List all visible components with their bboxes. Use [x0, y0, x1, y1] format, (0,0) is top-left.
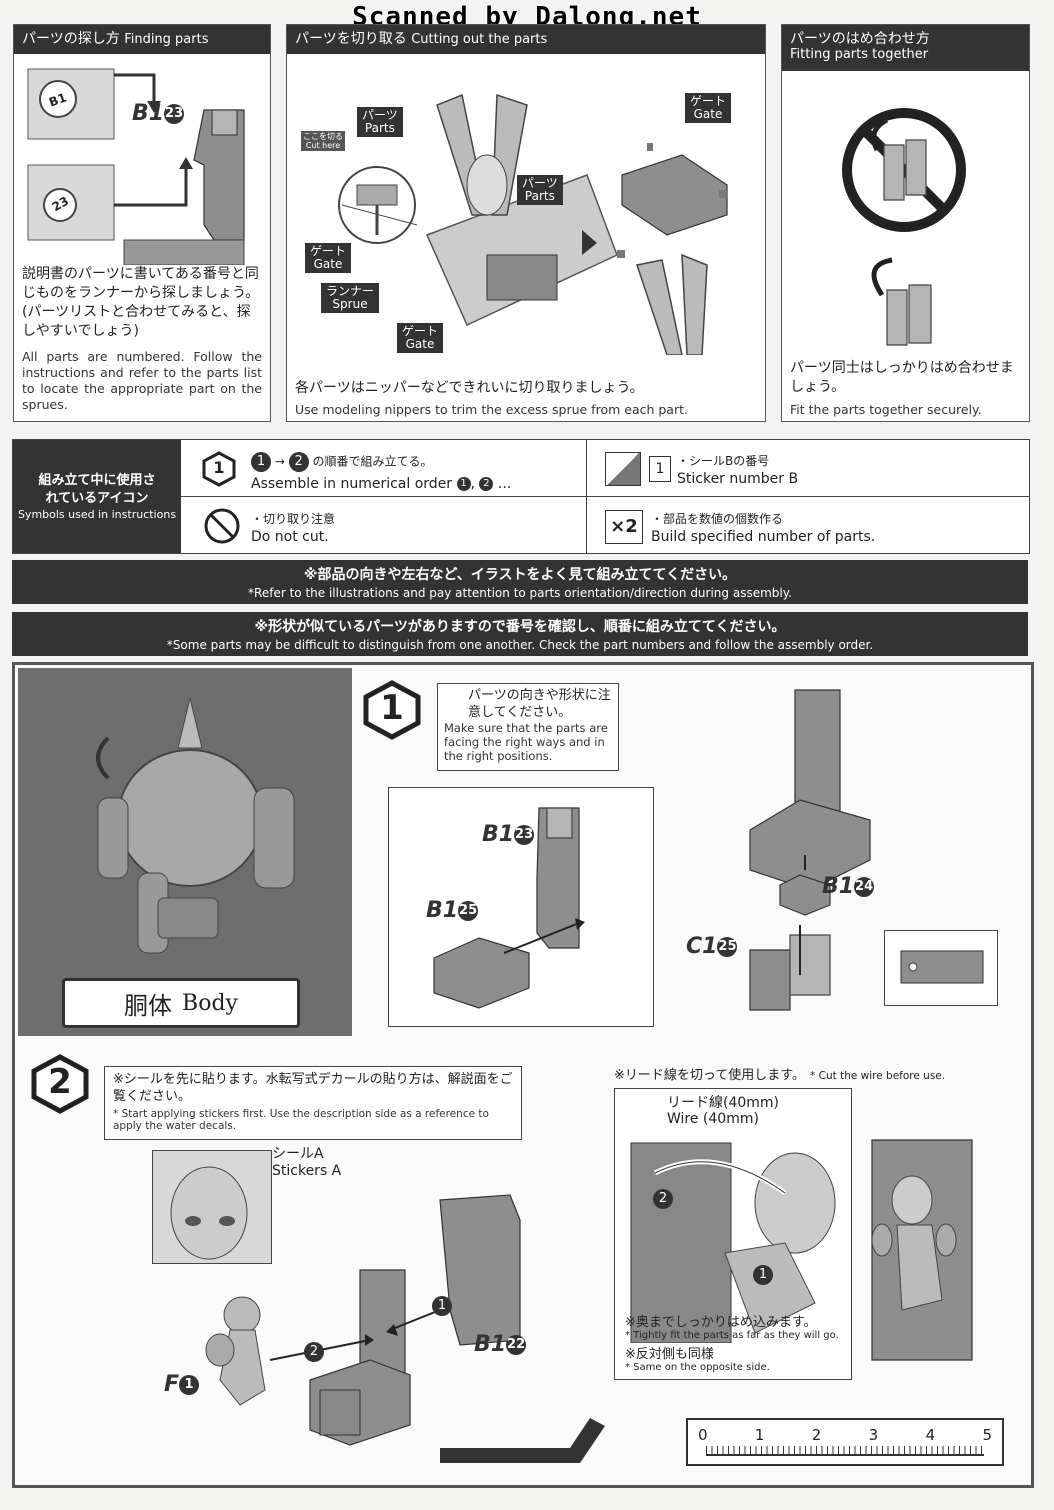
wire-detail-box: リード線(40mm) Wire (40mm) 2 1 ※奥までしっかりはめ込みま…: [614, 1088, 852, 1380]
wire-illustration: [630, 1142, 836, 1343]
panel-finding-parts: パーツの探し方 Finding parts B1 23 B123 説明書のパーツ…: [13, 24, 271, 422]
part-code-b1-23: B123: [132, 101, 185, 126]
part-code-step1-b1-23: B123: [482, 822, 535, 847]
sticker-a-label: シールA Stickers A: [272, 1146, 342, 1179]
wire-label: リード線(40mm) Wire (40mm): [667, 1095, 780, 1127]
fit-note: ※奥までしっかりはめ込みます。 * Tightly fit the parts …: [625, 1315, 839, 1373]
step-1-side-detail: [884, 930, 998, 1006]
ruler-ticks: 0 1 2 3 4 5: [698, 1426, 992, 1444]
step-2-note: ※シールを先に貼ります。水転写式デカールの貼り方は、解説面をご覧ください。 * …: [104, 1066, 522, 1140]
body-photo: [18, 668, 352, 1036]
sprue-tag-b1: [39, 80, 77, 118]
title-en: Cutting out the parts: [411, 32, 548, 47]
wire-order-marker-2: 2: [653, 1189, 673, 1209]
step-2-right-illustration: [871, 1139, 973, 1361]
sticker-desc: ・シールBの番号 Sticker number B: [677, 454, 799, 487]
symbols-legend: 組み立て中に使用されているアイコン Symbols used in instru…: [12, 439, 1030, 554]
arrow-up: [114, 165, 188, 207]
sticker-face-detail: [152, 1150, 272, 1264]
notice-orientation: ※部品の向きや左右など、イラストをよく見て組み立ててください。 *Refer t…: [12, 560, 1028, 604]
order-step-1-icon: 1: [251, 452, 271, 472]
arrow-right: [114, 73, 156, 105]
order-marker-1: 1: [432, 1296, 452, 1316]
step-1-number: 1: [380, 688, 404, 728]
ruler-minor-ticks: [706, 1446, 984, 1454]
notice-similar-parts: ※形状が似ているパーツがありますので番号を確認し、順番に組み立ててください。 *…: [12, 612, 1028, 656]
do-not-cut-desc: ・切り取り注意 Do not cut.: [251, 512, 336, 545]
robot-illustration: [96, 697, 295, 954]
multiply-desc: ・部品を数値の個数作る Build specified number of pa…: [651, 512, 876, 545]
title-en: Fitting parts together: [790, 47, 929, 62]
sprue-tag-23: [43, 188, 77, 222]
part-code-b1-22: B122: [474, 1332, 527, 1357]
order-hex-icon: [202, 451, 236, 487]
fitting-desc-en: Fit the parts together securely.: [790, 402, 982, 417]
title-en: Finding parts: [124, 32, 209, 47]
title-jp: パーツを切り取る: [295, 31, 407, 47]
part-code-step1-c1-25: C125: [686, 934, 738, 959]
cutting-desc-en: Use modeling nippers to trim the excess …: [295, 402, 688, 417]
wire-cut-note: ※リード線を切って使用します。 * Cut the wire before us…: [614, 1068, 946, 1083]
step-1-main-illustration: [749, 689, 871, 1011]
step-1-detail-illustration: [433, 807, 585, 1009]
panel-header: パーツのはめ合わせ方 Fitting parts together: [782, 25, 1029, 71]
cutting-desc-jp: 各パーツはニッパーなどできれいに切り取りましょう。: [295, 380, 644, 396]
face-illustration: [170, 1166, 248, 1260]
panel-fitting-parts: パーツのはめ合わせ方 Fitting parts together パーツ同士は…: [781, 24, 1030, 422]
order-step-1-icon: 1: [456, 477, 471, 491]
multiply-icon: ×2: [605, 510, 643, 544]
cutting-illustration: [338, 93, 728, 355]
symbols-header: 組み立て中に使用されているアイコン Symbols used in instru…: [13, 440, 181, 553]
sticker-icon: [605, 452, 641, 486]
panel-header: パーツを切り取る Cutting out the parts: [287, 25, 765, 54]
order-step-2-icon: 2: [479, 477, 494, 491]
step-2-left-illustration: [205, 1194, 521, 1446]
measurement-ruler: 0 1 2 3 4 5: [686, 1418, 1004, 1466]
step-2-hex-icon: [31, 1054, 89, 1114]
do-not-cut-icon: [204, 508, 240, 544]
step-1-note: パーツの向きや形状に注意してください。 Make sure that the p…: [437, 683, 619, 771]
finding-parts-illustration: [27, 68, 245, 265]
part-code-step1-b1-25: B125: [426, 898, 479, 923]
panel-cutting-parts: パーツを切り取る Cutting out the parts ここを切る Cut…: [286, 24, 766, 422]
cut-part: [621, 154, 728, 236]
title-jp: パーツの探し方: [22, 31, 120, 47]
sleeve-part-illustration: [900, 950, 984, 984]
step-2-number: 2: [48, 1062, 72, 1102]
seat-part: [193, 109, 245, 241]
wire-order-marker-1: 1: [753, 1265, 773, 1285]
section-title-body: 胴体 Body: [62, 978, 300, 1028]
sticker-num-box: 1: [649, 456, 671, 482]
fitting-illustration: [842, 108, 966, 346]
order-marker-2: 2: [304, 1342, 324, 1362]
flow-arrow-icon: [440, 1418, 605, 1463]
step-1-hex-icon: [363, 680, 421, 740]
order-hex-num: 1: [213, 458, 225, 477]
order-desc: 1 → 2 の順番で組み立てる。 Assemble in numerical o…: [251, 452, 512, 492]
step-1-detail-box: [388, 787, 654, 1027]
finding-desc-jp: 説明書のパーツに書いてある番号と同じものをランナーから探しましょう。(パーツリス…: [22, 266, 260, 339]
fitting-desc-jp: パーツ同士はしっかりはめ合わせましょう。: [790, 360, 1014, 395]
part-code-step1-b1-24: B124: [822, 874, 875, 899]
title-jp: パーツのはめ合わせ方: [790, 31, 930, 47]
panel-header: パーツの探し方 Finding parts: [14, 25, 270, 54]
finding-desc-en: All parts are numbered. Follow the instr…: [22, 349, 262, 412]
order-step-2-icon: 2: [288, 452, 309, 472]
cut-here-label: ここを切る Cut here: [301, 131, 345, 151]
